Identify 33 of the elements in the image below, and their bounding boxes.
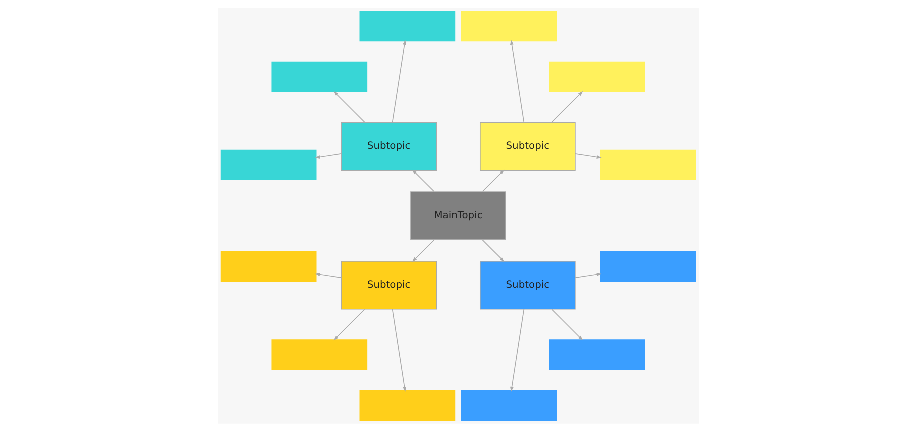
- arrow: [314, 273, 342, 278]
- arrow: [412, 170, 434, 192]
- arrow: [551, 91, 583, 123]
- node-box: Subtopic: [340, 261, 436, 310]
- node-box: [271, 62, 368, 92]
- node-box: [220, 252, 316, 282]
- node-box: [548, 62, 645, 92]
- arrow: [482, 170, 504, 192]
- node-box: [600, 150, 696, 180]
- node-box: [460, 11, 557, 42]
- node-box: [359, 390, 456, 421]
- node-box: [600, 252, 696, 282]
- arrow: [392, 40, 406, 123]
- node-box: [359, 11, 456, 42]
- node-box: MainTopic: [410, 192, 506, 240]
- arrow: [551, 309, 583, 341]
- node-box: [271, 340, 368, 370]
- arrow: [482, 240, 504, 262]
- arrow: [510, 40, 524, 123]
- node-box: Subtopic: [480, 261, 576, 310]
- arrow: [333, 309, 365, 341]
- node-box: [220, 150, 316, 180]
- arrow: [392, 309, 406, 392]
- arrow: [333, 91, 365, 123]
- arrow: [412, 240, 434, 262]
- node-box: [460, 390, 557, 421]
- node-box: [548, 340, 645, 370]
- node-box: Subtopic: [480, 122, 576, 171]
- arrow: [574, 273, 602, 278]
- arrow: [574, 154, 602, 159]
- arrow: [510, 309, 524, 392]
- node-box: Subtopic: [340, 122, 436, 171]
- arrow: [314, 154, 342, 159]
